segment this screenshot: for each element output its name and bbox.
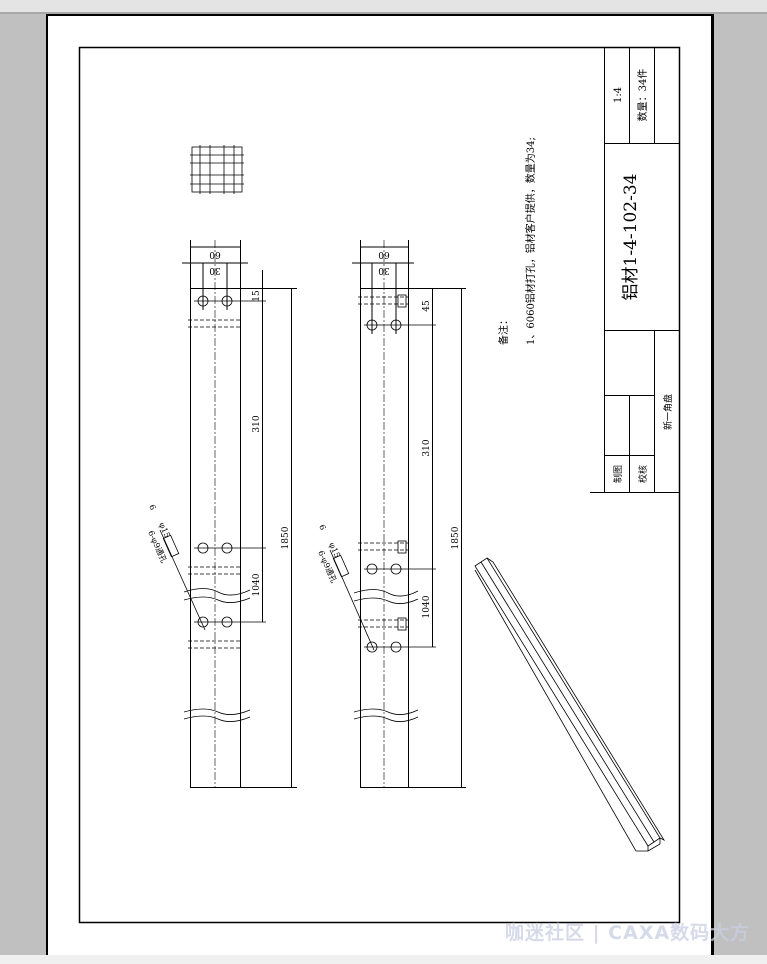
watermark: 咖迷社区 | CAXA数码大方 — [505, 922, 751, 944]
drawing-sheet — [46, 14, 714, 957]
notes-heading: 备注： — [497, 315, 510, 345]
dim-width: 60 — [378, 249, 390, 259]
viewer-toolbar — [0, 0, 767, 14]
front-view-left: 60 30 15 310 1040 1850 6-φ9通孔 φ15 6 — [146, 240, 297, 788]
counterbore-callout: φ15 — [157, 521, 172, 539]
drawing-frame — [78, 46, 681, 924]
dim-spacing: 310 — [422, 439, 432, 456]
cross-section-view — [190, 145, 244, 194]
front-view-right: 60 30 45 310 1040 1850 6-φ9通孔 φ15 6 — [316, 240, 466, 788]
dim-length: 1850 — [451, 526, 461, 549]
dim-width: 60 — [209, 249, 221, 259]
dim-pitch: 1040 — [252, 573, 262, 596]
dim-top-offset: 45 — [422, 300, 432, 312]
quantity-text: 数量：34件 — [636, 69, 649, 122]
drawing-name: 铝材1-4-102-34 — [621, 174, 641, 301]
drawn-by-label: 制图 — [612, 465, 624, 483]
isometric-view — [474, 557, 666, 852]
dim-spacing: 310 — [252, 415, 262, 432]
designer-text: 新一角盘 — [662, 394, 674, 430]
notes-line-1: 1、6060铝材打孔，铝材客户提供，数量为34; — [524, 137, 537, 345]
scale-text: 1:4 — [613, 87, 624, 103]
status-bar — [0, 955, 767, 964]
dim-pitch: 1040 — [422, 595, 432, 618]
dim-hole-spacing: 30 — [378, 265, 390, 275]
dim-top-offset: 15 — [252, 290, 262, 302]
dim-length: 1850 — [281, 526, 291, 549]
title-block: 1:4 数量：34件 铝材1-4-102-34 制图 校核 新一角盘 — [590, 47, 679, 493]
dim-hole-spacing: 30 — [209, 265, 221, 275]
checked-by-label: 校核 — [637, 465, 649, 483]
counterbore-callout: φ15 — [327, 541, 342, 559]
depth-callout: 6 — [147, 503, 157, 511]
depth-callout: 6 — [317, 523, 327, 531]
